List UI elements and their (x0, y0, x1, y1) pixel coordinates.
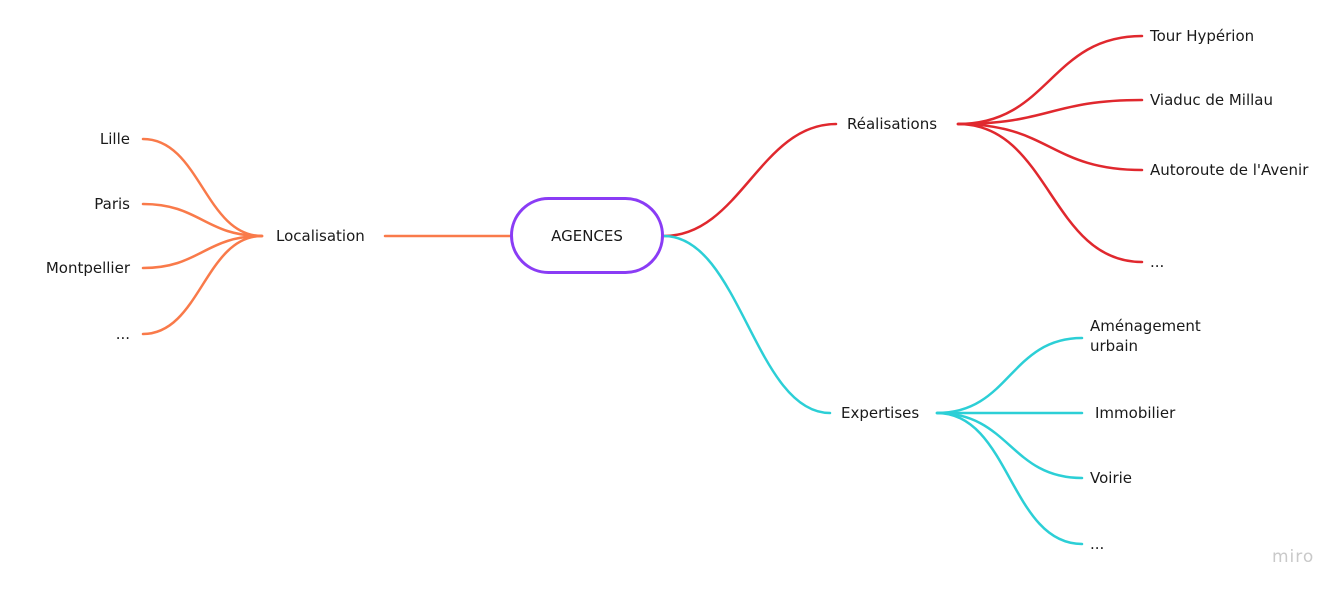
node-localisation[interactable]: Localisation (276, 227, 365, 245)
miro-watermark: miro (1272, 547, 1315, 567)
root-node[interactable]: AGENCES (510, 197, 664, 274)
edge-localisation-etc (141, 234, 264, 336)
node-viaduc-millau[interactable]: Viaduc de Millau (1150, 91, 1273, 109)
edge-expertises-voirie (935, 411, 1084, 480)
edge-realisations-autoroute (956, 122, 1144, 172)
root-node-label: AGENCES (551, 226, 623, 245)
edge-realisations-tour (956, 34, 1144, 126)
node-lille[interactable]: Lille (99, 130, 130, 148)
edge-root-realisations (662, 122, 838, 238)
expertises-edges (662, 234, 1084, 546)
node-amenagement-urbain[interactable]: Aménagement urbain (1090, 317, 1201, 355)
node-expertises-etc[interactable]: ... (1090, 535, 1105, 553)
localisation-edges (141, 137, 512, 336)
node-localisation-etc[interactable]: ... (115, 325, 130, 343)
node-montpellier[interactable]: Montpellier (45, 259, 130, 277)
edge-localisation-lille (141, 137, 264, 238)
node-immobilier[interactable]: Immobilier (1095, 404, 1176, 422)
edge-localisation-montpellier (141, 234, 264, 270)
edge-expertises-amenagement (935, 336, 1084, 415)
edge-expertises-etc (935, 411, 1084, 546)
edge-realisations-etc (956, 122, 1144, 264)
realisations-edges (662, 34, 1144, 264)
node-paris[interactable]: Paris (94, 195, 130, 213)
edge-realisations-viaduc (956, 98, 1144, 126)
node-tour-hyperion[interactable]: Tour Hypérion (1150, 27, 1255, 45)
node-expertises[interactable]: Expertises (841, 404, 920, 422)
node-voirie[interactable]: Voirie (1090, 469, 1133, 487)
node-realisations[interactable]: Réalisations (847, 115, 938, 133)
node-realisations-etc[interactable]: ... (1150, 253, 1165, 271)
node-autoroute-avenir[interactable]: Autoroute de l'Avenir (1150, 161, 1309, 179)
edge-root-expertises (662, 234, 832, 415)
edge-localisation-paris (141, 202, 264, 238)
